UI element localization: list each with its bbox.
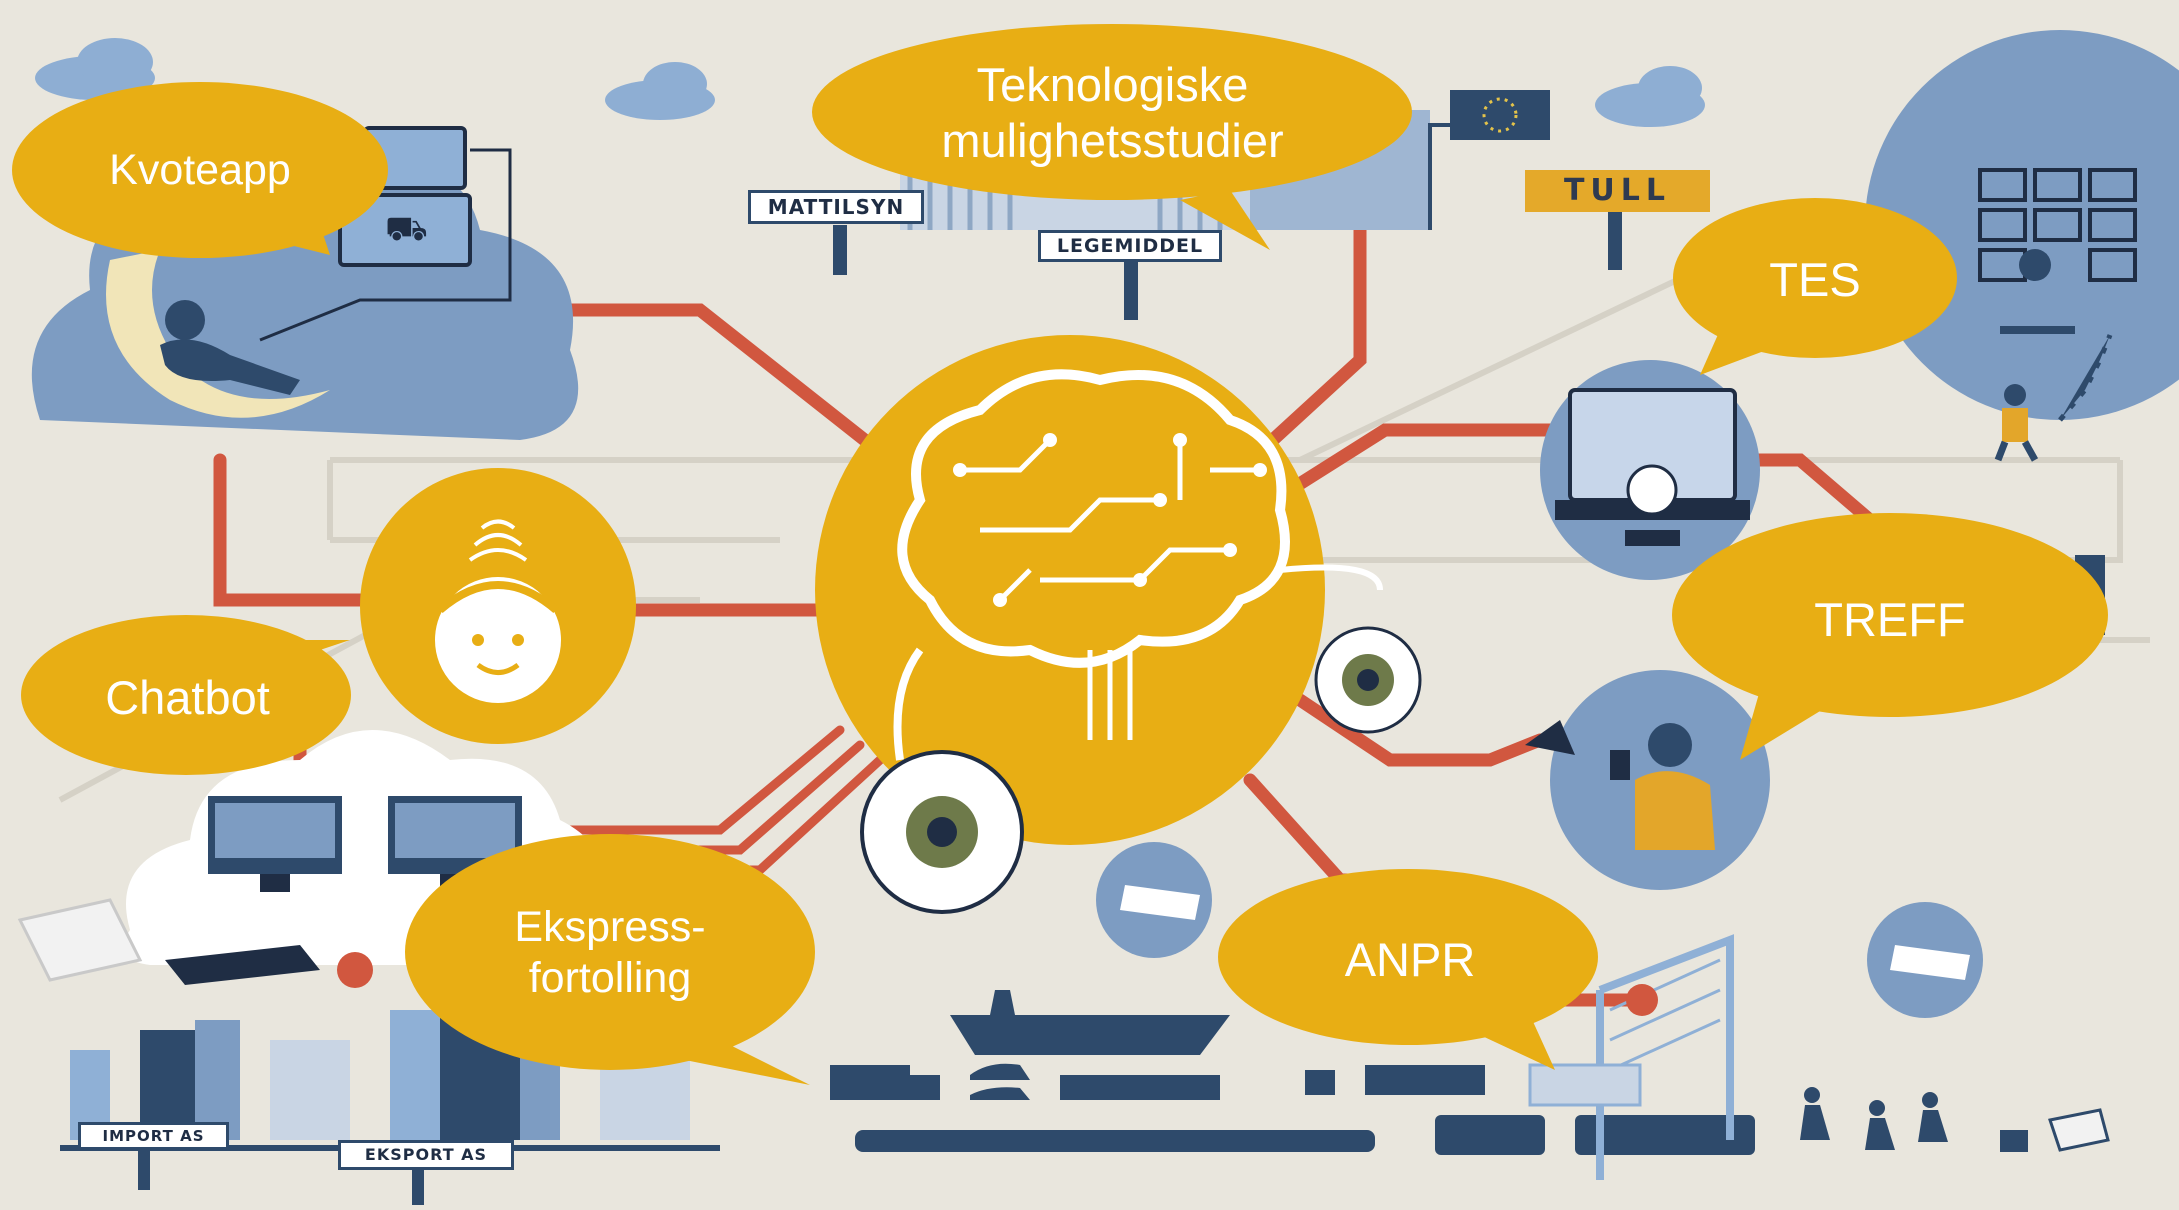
tes-label: TES <box>1769 253 1861 307</box>
mobile-user-icon <box>1525 555 2105 890</box>
mattilsyn-sign: MATTILSYN <box>748 190 924 224</box>
svg-text:⛟: ⛟ <box>385 209 428 249</box>
kvoteapp-label: Kvoteapp <box>109 145 291 194</box>
treff-label: TREFF <box>1814 593 1966 647</box>
eksport-sign: EKSPORT AS <box>338 1140 514 1170</box>
eye-icon <box>860 626 1422 914</box>
anpr-label: ANPR <box>1344 933 1476 987</box>
import-sign: IMPORT AS <box>78 1122 229 1150</box>
ekspressfortolling-label: Ekspress- fortolling <box>514 902 706 1002</box>
officer-figure <box>1994 334 2113 462</box>
central-brain <box>815 335 1383 845</box>
transport-vehicles <box>830 990 1755 1155</box>
cloud-decoration <box>35 38 1705 127</box>
teknologiske-mulighetsstudier-label: Teknologiske mulighetsstudier <box>941 58 1284 167</box>
legemiddel-sign: LEGEMIDDEL <box>1038 230 1222 262</box>
traveller-figures <box>1800 1087 2110 1152</box>
anpr-gate <box>1528 934 1734 1180</box>
laptop-user-icon <box>1540 360 1760 580</box>
chatbot-icon <box>360 468 636 744</box>
control-room-icon <box>1865 30 2179 420</box>
tull-sign: TULL <box>1525 170 1710 212</box>
speech-bubble-shapes <box>12 24 2108 1085</box>
chatbot-label: Chatbot <box>105 670 270 724</box>
camera-icon <box>1096 842 1983 1018</box>
